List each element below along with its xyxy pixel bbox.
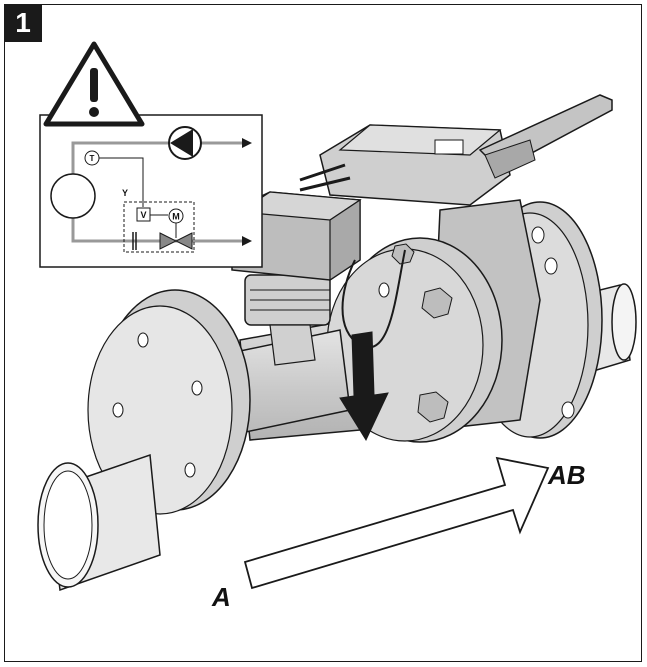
inlet-stub [37,453,161,592]
left-flange [87,289,251,515]
inlet-label: A [211,582,231,612]
actuator-left-box [231,191,362,282]
figure-frame [4,4,642,662]
step-number-badge: 1 [4,4,42,42]
push-down-arrow-icon [339,331,389,442]
supply-arrowhead [242,236,252,246]
temp-symbol-label: T [90,154,95,163]
warning-triangle-icon [43,41,145,127]
valve-symbol-label: V [140,210,146,220]
valve-neck [244,274,331,366]
return-arrowhead [242,138,252,148]
valve-triangle-right [174,232,193,250]
actuator-module [299,124,511,206]
valve-triangle-left [159,232,178,250]
consumer-symbol [50,173,96,219]
schematic-inset: T Y V M [39,41,263,268]
pump-icon [168,126,202,160]
motor-symbol-label: M [172,212,180,222]
flow-direction-arrow-icon [243,456,550,590]
manual-lever [478,94,613,179]
outlet-label: AB [547,460,586,490]
center-flange [326,237,503,443]
signal-symbol-label: Y [122,188,128,198]
